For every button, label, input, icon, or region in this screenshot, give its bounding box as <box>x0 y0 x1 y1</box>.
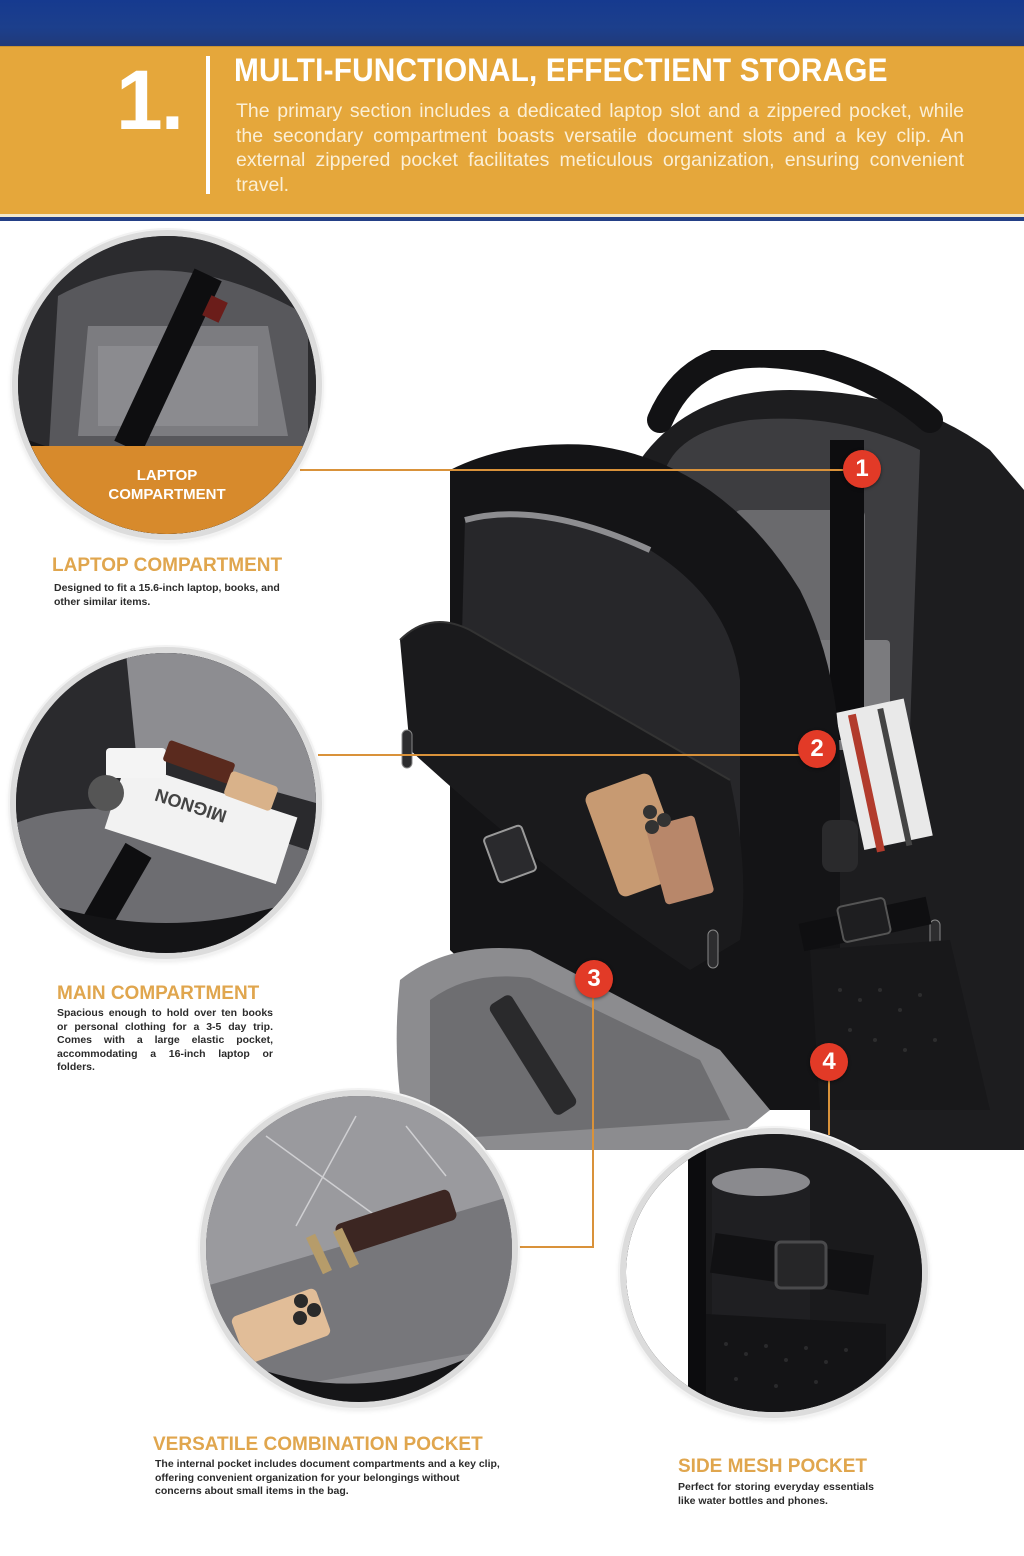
step-number: 1. <box>116 53 184 147</box>
laptop-label-band <box>18 446 316 534</box>
connector-line-3-vertical <box>592 996 594 1248</box>
connector-line-1 <box>300 469 845 471</box>
section-title-main: MAIN COMPARTMENT <box>57 983 260 1004</box>
combination-pocket-detail-image <box>200 1090 518 1408</box>
banner-divider-light <box>0 214 1024 217</box>
feature-banner <box>0 46 1024 214</box>
combination-pocket-illustration <box>206 1096 512 1402</box>
section-desc-side-mesh: Perfect for storing everyday essentials … <box>678 1481 874 1507</box>
main-compartment-illustration: MIGNON <box>16 653 316 953</box>
laptop-band-label: LAPTOP COMPARTMENT <box>108 467 226 503</box>
laptop-compartment-detail-image: LAPTOP COMPARTMENT <box>12 230 322 540</box>
connector-line-4 <box>828 1080 830 1135</box>
vertical-divider <box>206 56 210 194</box>
section-desc-main: Spacious enough to hold over ten books o… <box>57 1007 273 1073</box>
banner-description: The primary section includes a dedicated… <box>236 100 964 196</box>
section-title-laptop: LAPTOP COMPARTMENT <box>52 555 283 576</box>
section-title-combination: VERSATILE COMBINATION POCKET <box>153 1434 483 1455</box>
side-mesh-pocket-detail-image <box>620 1128 928 1418</box>
banner-title: MULTI-FUNCTIONAL, EFFECTIENT STORAGE <box>234 52 888 88</box>
section-title-side-mesh: SIDE MESH POCKET <box>678 1456 867 1477</box>
marker-1[interactable]: 1 <box>843 450 881 488</box>
main-compartment-detail-image: MIGNON <box>10 647 322 959</box>
section-desc-combination: The internal pocket includes document co… <box>155 1458 500 1497</box>
side-mesh-pocket-illustration <box>626 1134 922 1412</box>
marker-4[interactable]: 4 <box>810 1043 848 1081</box>
top-blue-bar <box>0 0 1024 46</box>
banner-divider-dark <box>0 217 1024 221</box>
marker-3[interactable]: 3 <box>575 960 613 998</box>
connector-line-2 <box>318 754 802 756</box>
connector-line-3-horizontal <box>516 1246 594 1248</box>
backpack-illustration <box>396 350 1024 1150</box>
section-desc-laptop: Designed to fit a 15.6-inch laptop, book… <box>54 582 280 608</box>
marker-2[interactable]: 2 <box>798 730 836 768</box>
